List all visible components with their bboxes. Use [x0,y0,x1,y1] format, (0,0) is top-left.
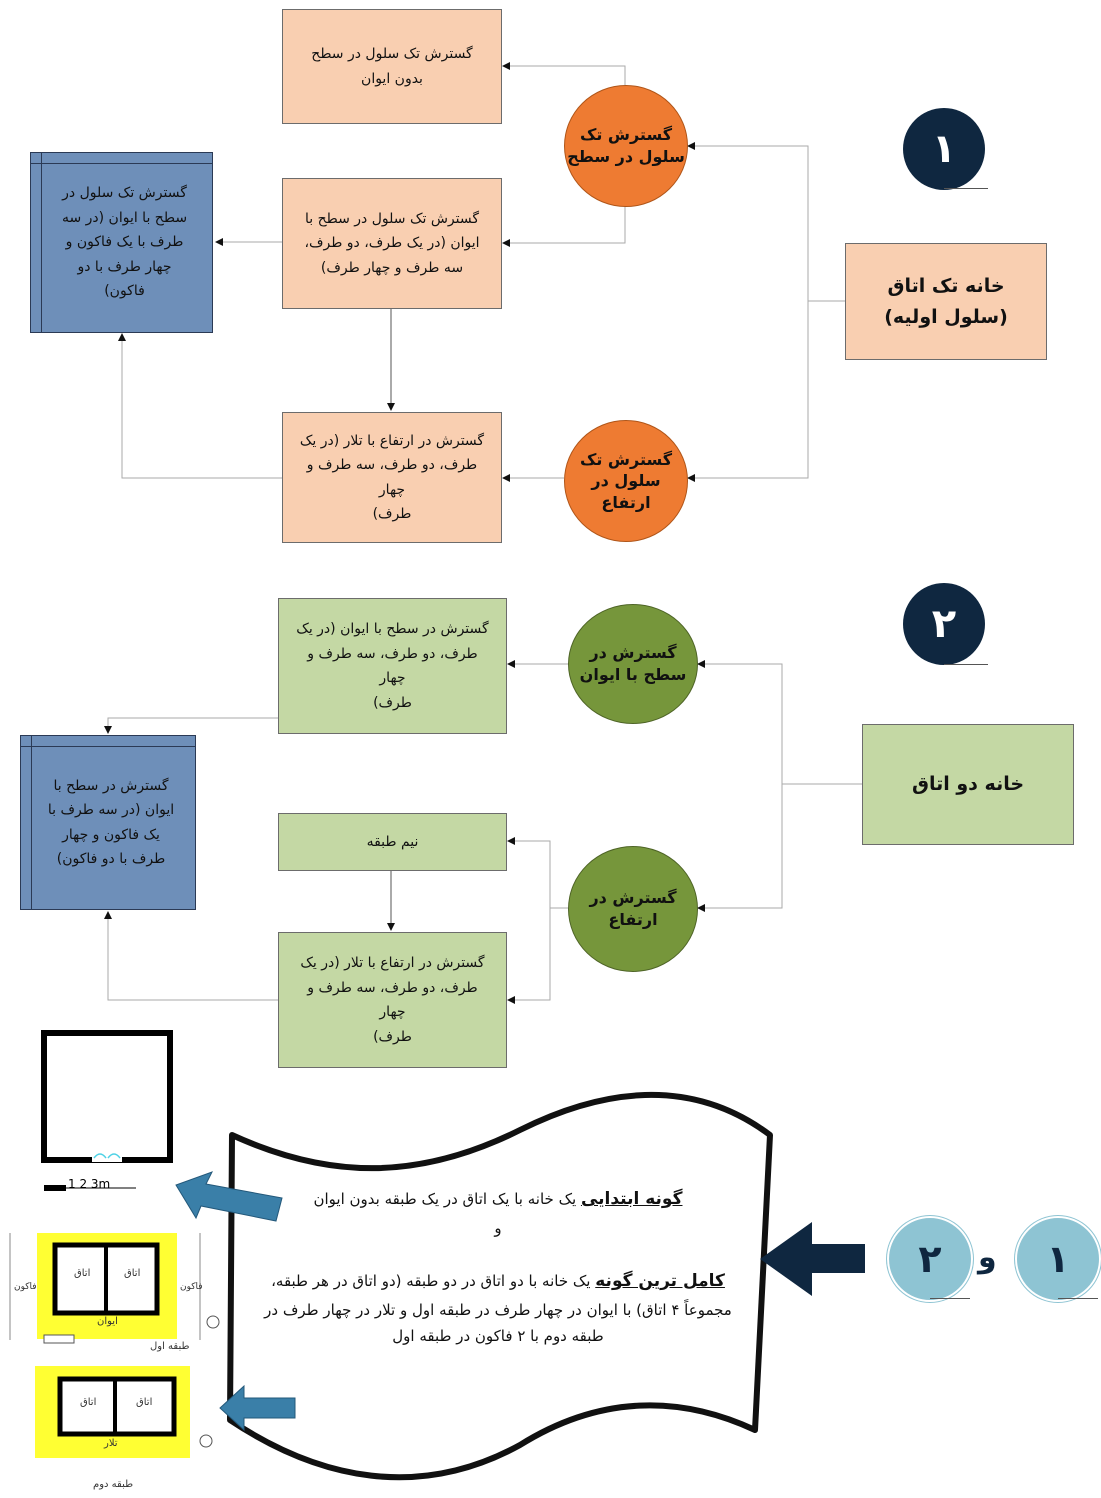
summary-arrow [760,1222,865,1296]
section1-box-no-porch-text: گسترش تک سلول در سطح بدون ایوان [311,46,473,87]
plan1-fakun-left: فاکون [14,1282,37,1292]
section1-box-with-porch-text: گسترش تک سلول در سطح با ایوان (در یک طرف… [304,210,480,276]
section2-number-badge: ۲ [903,583,985,665]
section1-number: ۱ [931,126,957,172]
section2-box-talar: گسترش در ارتفاع با تلار (در یک طرف، دو ط… [278,932,507,1068]
plan2-caption: طبقه دوم [93,1479,134,1490]
line-circle-to-talar2 [507,908,551,1004]
summary-number-right-text: ۱ [1046,1237,1070,1281]
plan2-talar-label: تلار [104,1438,118,1449]
line-circle-to-with-porch [502,205,626,247]
summary-basic-text: یک خانه با یک اتاق در یک طبقه بدون ایوان [313,1190,581,1208]
line-main-to-plane-circle [687,142,845,302]
summary-complete-title: کامل ترین گونه [595,1271,725,1291]
section1-circle-height: گسترش تک سلول در ارتفاع [564,420,688,542]
summary-number-left: ۲ [887,1216,973,1302]
line-talar2-to-blue2 [104,911,278,1001]
line-main-to-height-circle [687,301,809,482]
section1-box-talar: گسترش در ارتفاع با تلار (در یک طرف، دو ط… [282,412,502,543]
section2-main-text: خانه دو اتاق [911,773,1025,796]
line-talar-to-blue [118,333,282,479]
plan1-room-label-1: اتاق [74,1268,91,1279]
section2-box-plane-porch: گسترش در سطح با ایوان (در یک طرف، دو طرف… [278,598,507,734]
summary-spacer [248,1241,748,1267]
section2-number-underline [944,664,988,665]
line-main2-to-plane-circle [697,660,862,785]
line-circle-to-no-porch [502,62,626,85]
section2-box-plane-porch-text: گسترش در سطح با ایوان (در یک طرف، دو طرف… [296,621,489,711]
section1-circle-plane-text: گسترش تک سلول در سطح [567,125,685,166]
summary-underline-1 [930,1298,970,1299]
section1-blue-box-text: گسترش تک سلول در سطح با ایوان (در سه طرف… [61,185,188,300]
section2-blue-box-text: گسترش در سطح با ایوان (در سه طرف با یک ف… [47,777,175,868]
section1-box-with-porch: گسترش تک سلول در سطح با ایوان (در یک طرف… [282,178,502,309]
plan1-room-label-2: اتاق [124,1268,141,1279]
section1-number-badge: ۱ [903,108,985,190]
summary-number-right: ۱ [1015,1216,1101,1302]
section1-number-underline [944,188,988,189]
plan-arrow-bottom [219,1384,296,1432]
section2-circle-height-text: گسترش در ارتفاع [589,888,677,929]
summary-basic-title: گونه ابتدایی [580,1189,683,1209]
section2-number: ۲ [931,601,957,647]
line-main2-to-height-circle [697,784,783,912]
section2-box-half-floor-text: نیم طبقه [366,833,419,850]
section1-main-text: خانه تک اتاق (سلول اولیه) [884,275,1008,328]
section1-circle-height-text: گسترش تک سلول در ارتفاع [579,449,673,512]
summary-note: گونه ابتدایی یک خانه با یک اتاق در یک طب… [248,1185,748,1349]
summary-basic-line: گونه ابتدایی یک خانه با یک اتاق در یک طب… [248,1185,748,1215]
plan-arrow-top [175,1171,283,1222]
section1-box-no-porch: گسترش تک سلول در سطح بدون ایوان [282,9,502,124]
plan-single-room [41,1030,173,1191]
summary-underline-2 [1058,1298,1098,1299]
plan-first-floor [9,1233,220,1344]
scroll-shape [227,1091,773,1481]
section1-circle-plane: گسترش تک سلول در سطح [564,85,688,207]
section2-box-half-floor: نیم طبقه [278,813,507,871]
summary-and: و [494,1218,502,1237]
summary-conjunction: و [978,1240,997,1275]
section1-blue-box: گسترش تک سلول در سطح با ایوان (در سه طرف… [30,152,213,333]
plan2-room-label-1: اتاق [80,1397,97,1408]
scale-label: 1 2 3m [68,1177,111,1191]
summary-complete-text: یک خانه با دو اتاق در دو طبقه (دو اتاق د… [264,1272,732,1345]
plan1-porch-label: ایوان [97,1316,118,1327]
section2-blue-box: گسترش در سطح با ایوان (در سه طرف با یک ف… [20,735,196,910]
line-circle-to-half-floor [507,837,568,909]
section1-main-box: خانه تک اتاق (سلول اولیه) [845,243,1047,360]
plan1-caption: طبقه اول [150,1341,190,1352]
plan1-fakun-right: فاکون [180,1282,203,1292]
section2-circle-height: گسترش در ارتفاع [568,846,698,972]
line-plane-porch-to-blue2 [104,717,278,734]
section2-box-talar-text: گسترش در ارتفاع با تلار (در یک طرف، دو ط… [300,955,485,1045]
plan2-room-label-2: اتاق [136,1397,153,1408]
plan-second-floor [35,1366,213,1458]
section2-circle-plane-text: گسترش در سطح با ایوان [579,643,687,684]
summary-number-left-text: ۲ [918,1237,942,1281]
section2-main-box: خانه دو اتاق [862,724,1074,845]
section2-circle-plane: گسترش در سطح با ایوان [568,604,698,724]
section1-box-talar-text: گسترش در ارتفاع با تلار (در یک طرف، دو ط… [299,432,485,523]
summary-complete-line: کامل ترین گونه یک خانه با دو اتاق در دو … [248,1267,748,1349]
